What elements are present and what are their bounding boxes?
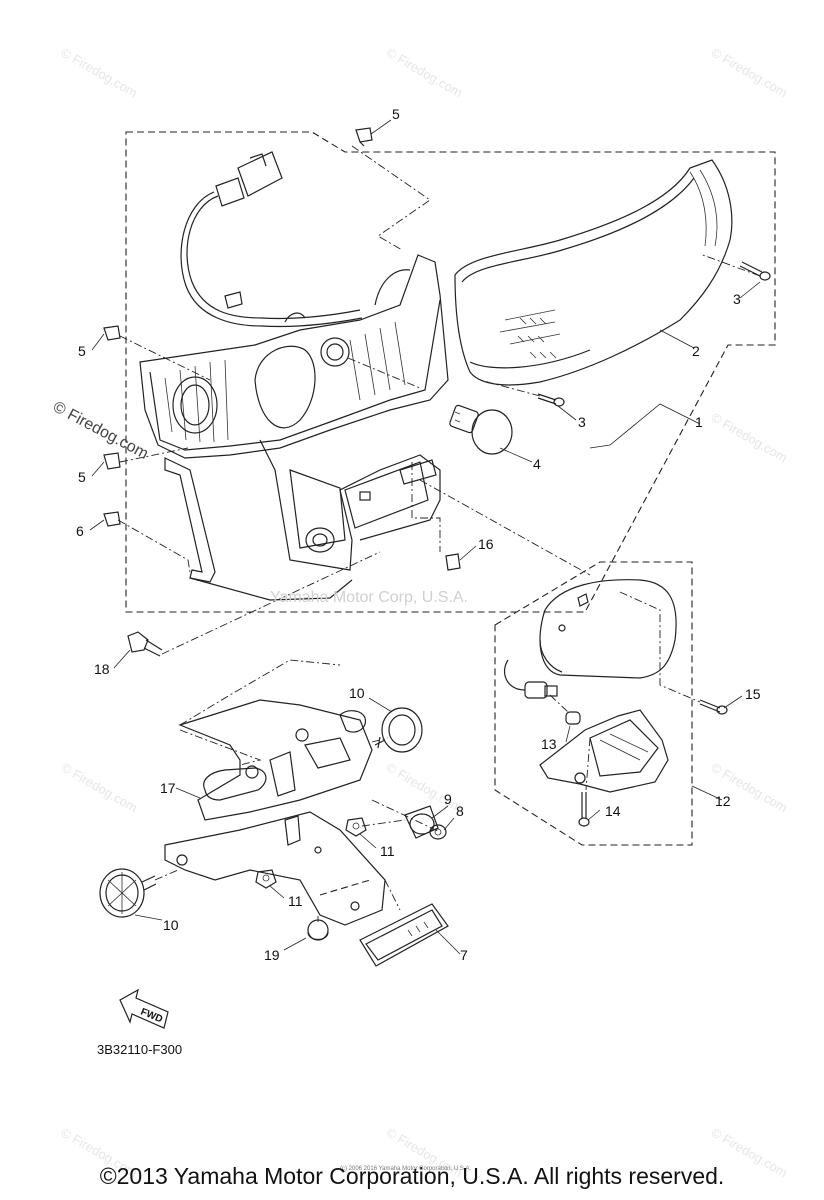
callout-19: 19 bbox=[264, 947, 280, 963]
callout-12: 12 bbox=[715, 793, 731, 809]
nut-11-lower bbox=[255, 869, 277, 889]
license-light-base bbox=[539, 709, 669, 793]
reflector-10-upper bbox=[374, 707, 423, 753]
screw-14 bbox=[578, 792, 590, 827]
callout-17: 17 bbox=[160, 780, 176, 796]
callout-7: 7 bbox=[460, 947, 468, 963]
tail-light-housing bbox=[139, 254, 449, 601]
callout-5: 5 bbox=[392, 106, 400, 122]
nut-11-upper bbox=[345, 817, 367, 837]
callout-11: 11 bbox=[380, 843, 395, 859]
callout-10: 10 bbox=[349, 685, 365, 701]
assembly-12-boundary bbox=[494, 561, 693, 846]
bolt-18 bbox=[127, 631, 163, 657]
callout-18: 18 bbox=[94, 661, 110, 677]
assembly-lines bbox=[117, 145, 761, 922]
license-light-socket bbox=[504, 659, 558, 699]
tail-light-lens bbox=[454, 159, 733, 386]
grommet-9 bbox=[404, 805, 439, 839]
tile-watermark: © Firedog.com bbox=[384, 45, 466, 101]
license-light-cover bbox=[539, 579, 677, 679]
callout-5: 5 bbox=[78, 469, 86, 485]
tile-watermark: © Firedog.com bbox=[59, 45, 141, 101]
screw-15 bbox=[699, 699, 728, 715]
reflector-10-lower bbox=[99, 868, 157, 918]
forward-arrow-icon: FWD bbox=[119, 988, 169, 1029]
clip-5-lower bbox=[103, 452, 121, 470]
callout-1: 1 bbox=[695, 414, 703, 430]
wire-harness bbox=[180, 151, 363, 328]
callout-10: 10 bbox=[163, 917, 179, 933]
callout-numbers: 5 1 2 3 3 4 5 5 6 16 18 15 10 13 12 14 1… bbox=[76, 106, 761, 963]
callout-11: 11 bbox=[288, 893, 303, 909]
bulb-4 bbox=[449, 404, 513, 455]
callout-leaders bbox=[89, 119, 761, 955]
callout-3: 3 bbox=[733, 291, 741, 307]
tile-watermark: © Firedog.com bbox=[384, 760, 466, 816]
tile-watermark: © Firedog.com bbox=[59, 760, 141, 816]
callout-3: 3 bbox=[578, 414, 586, 430]
clip-5-top bbox=[355, 127, 373, 147]
tile-watermark: © Firedog.com bbox=[709, 410, 791, 466]
callout-16: 16 bbox=[478, 536, 494, 552]
screw-3-upper bbox=[739, 261, 771, 281]
callout-9: 9 bbox=[444, 791, 452, 807]
callout-2: 2 bbox=[692, 343, 700, 359]
reflector-7 bbox=[359, 903, 449, 967]
callout-4: 4 bbox=[533, 456, 541, 472]
callout-8: 8 bbox=[456, 803, 464, 819]
diagram-code: 3B32110-F300 bbox=[97, 1042, 182, 1057]
callout-15: 15 bbox=[745, 686, 761, 702]
screw-3-lower bbox=[537, 393, 565, 407]
clip-5-left bbox=[103, 325, 121, 341]
center-watermark: Yamaha Motor Corp, U.S.A. bbox=[270, 589, 468, 606]
grommet-19 bbox=[307, 919, 329, 941]
callout-14: 14 bbox=[605, 803, 621, 819]
collar-8 bbox=[429, 824, 447, 840]
small-print: (c) 2006 2016 Yamaha Motor Corporation, … bbox=[340, 1166, 472, 1172]
clip-6 bbox=[103, 511, 121, 527]
clip-16 bbox=[445, 553, 461, 571]
tile-watermark: © Firedog.com bbox=[709, 45, 791, 101]
callout-5: 5 bbox=[78, 343, 86, 359]
callout-6: 6 bbox=[76, 523, 84, 539]
footer-copyright: ©2013 Yamaha Motor Corporation, U.S.A. A… bbox=[99, 1163, 725, 1189]
bulb-13 bbox=[565, 711, 581, 725]
assembly-1-boundary bbox=[125, 131, 776, 613]
license-bracket-17 bbox=[164, 699, 386, 926]
callout-13: 13 bbox=[541, 736, 557, 752]
side-watermark: © Firedog.com bbox=[50, 399, 151, 463]
